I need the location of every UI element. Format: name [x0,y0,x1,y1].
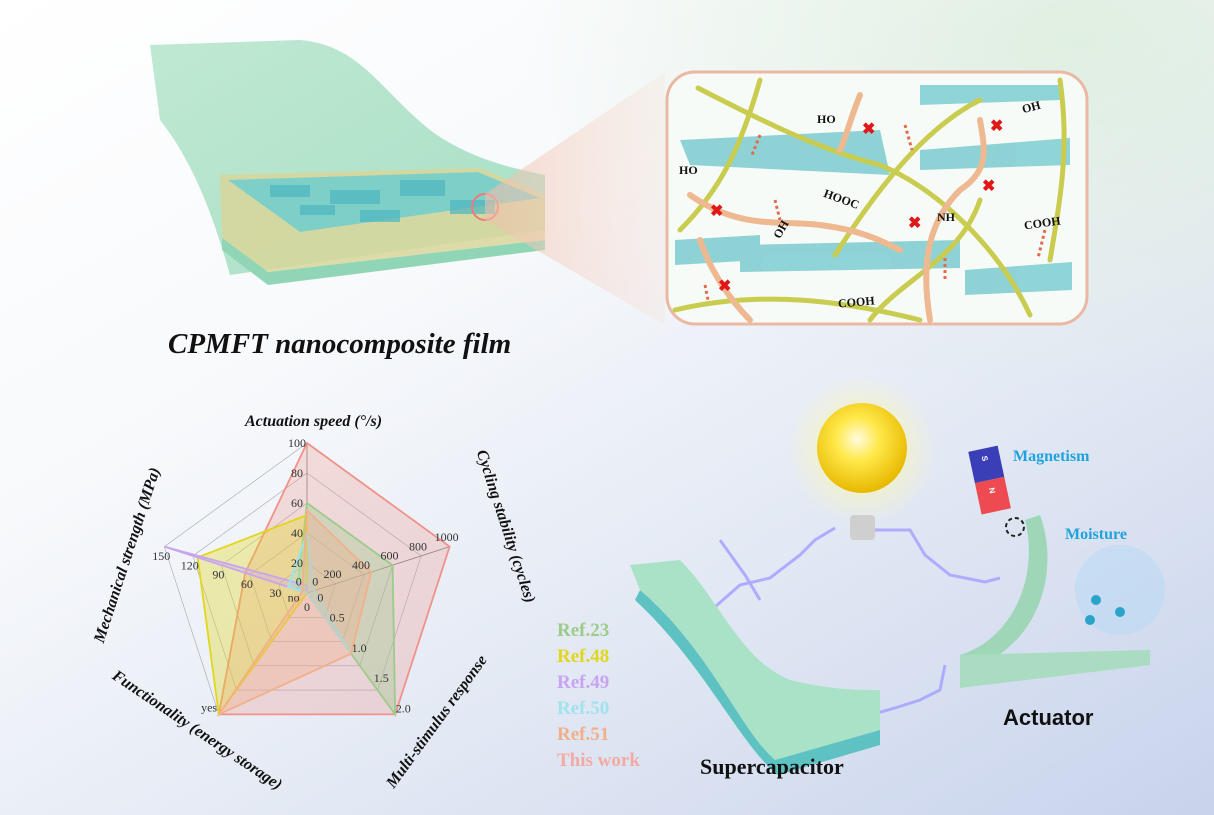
zoom-beam [485,72,665,325]
grid-ring [249,532,365,642]
legend-item-ref50: Ref.50 [557,698,610,719]
legend-item-ref51: Ref.51 [557,724,610,745]
tick-label: 0 [296,575,302,589]
tick-label: 40 [291,526,303,540]
svg-text:✖: ✖ [718,278,731,295]
grid-ring [192,472,422,691]
tick-label: 150 [152,549,170,563]
axis-title-actuation-speed: Actuation speed (°/s) [245,413,383,430]
svg-text:✖: ✖ [862,121,875,138]
tick-label: 0 [304,600,310,614]
film-title: CPMFT nanocomposite film [168,328,512,360]
tick-label: 1.0 [352,641,367,655]
tick-label: 400 [352,558,370,572]
moisture-label: Moisture [1065,526,1127,543]
supercapacitor-label: Supercapacitor [700,754,844,779]
actuator-illustration [960,515,1150,688]
molecular-structure-panel: ✖ ✖ ✖ ✖ ✖ ✖ [665,70,1089,326]
tick-label: 800 [409,539,427,553]
chem-label-ho: HO [679,163,698,177]
legend-item-this-work: This work [557,750,640,771]
chem-label-nh: NH [937,210,955,224]
tick-label: 100 [288,436,306,450]
light-bulb-icon [787,375,937,540]
tick-label: 600 [381,549,399,563]
supercapacitor-illustration [630,560,880,775]
tick-label: 120 [181,558,199,572]
svg-text:✖: ✖ [982,178,995,195]
tick-label: 1.5 [374,671,389,685]
tick-label: 0 [312,575,318,589]
magnetism-label: Magnetism [1013,448,1090,465]
series-ref-49 [164,545,308,595]
chart-legend: Ref.23 Ref.48 Ref.49 Ref.50 Ref.51 This … [557,618,640,774]
legend-item-ref49: Ref.49 [557,672,610,693]
tick-label: 60 [241,577,253,591]
svg-text:✖: ✖ [908,215,921,232]
magnet-icon [968,445,1011,515]
tick-label: yes [201,700,217,714]
tick-label: 1000 [435,530,459,544]
tick-label: 60 [291,496,303,510]
chem-label-ho: HO [817,112,836,126]
magnetic-field-icon [1005,517,1025,537]
axis-line [306,546,450,594]
svg-text:✖: ✖ [990,118,1003,135]
series-this-work [217,441,451,716]
tick-label: 80 [291,466,303,480]
series-ref-51 [216,508,373,717]
grid-ring [278,562,336,618]
tick-label: 0.5 [330,610,345,624]
tick-label: 200 [323,567,341,581]
tick-label: 20 [291,556,303,570]
water-molecule-icon [1075,545,1165,635]
tick-label: 30 [269,586,281,600]
legend-item-ref23: Ref.23 [557,620,610,641]
tick-label: 2.0 [396,701,411,715]
svg-text:✖: ✖ [710,203,723,220]
legend-item-ref48: Ref.48 [557,646,610,667]
tick-label: 90 [212,568,224,582]
tick-label: 0 [317,590,323,604]
lightning-icon [699,526,1001,717]
actuator-label: Actuator [1003,705,1094,730]
cpmft-film-illustration [150,40,545,285]
tick-label: no [288,590,300,604]
